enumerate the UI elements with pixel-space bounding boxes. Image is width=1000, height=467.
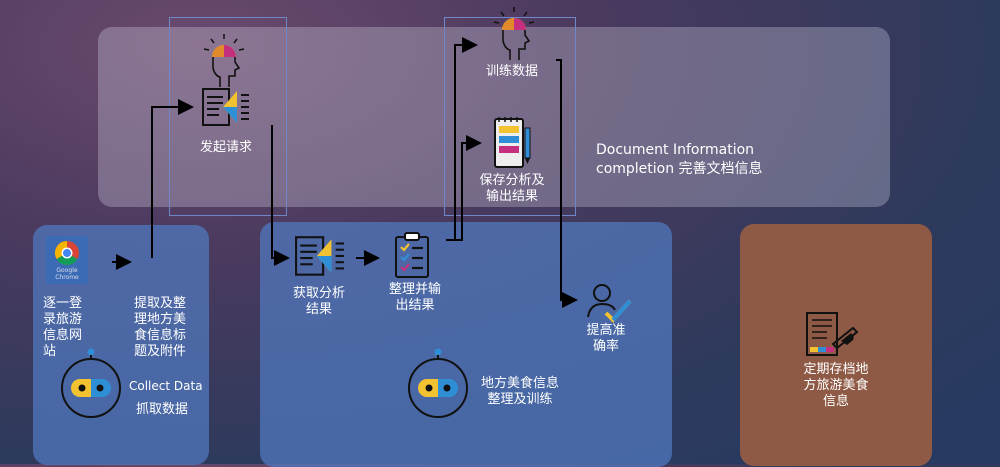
robot-icon <box>61 348 121 418</box>
training-data-label: 训练数据 <box>485 64 538 79</box>
idea-head-icon <box>493 7 535 60</box>
organize-output-label: 整理并输 出结果 <box>388 282 441 313</box>
get-analysis-label: 获取分析 结果 <box>292 286 345 317</box>
document-info-label: Document Information completion 完善文档信息 <box>596 142 763 177</box>
arrow-train-to-accuracy <box>556 59 578 308</box>
organize-train-label: 地方美食信息 整理及训练 <box>480 376 559 407</box>
idea-head-icon <box>203 34 245 87</box>
chrome-app-icon[interactable]: Google Chrome <box>46 236 88 284</box>
chrome-label-2: Chrome <box>55 274 79 281</box>
request-highlight-box <box>169 17 287 216</box>
document-analysis-icon <box>295 236 344 276</box>
chrome-logo-icon <box>54 241 79 266</box>
notebook-icon <box>494 117 531 168</box>
arrow-organize-to-train <box>446 37 478 241</box>
visit-sites-label: 逐一登 录旅游 信息网 站 <box>43 296 83 359</box>
collect-data-zh-label: 抓取数据 <box>136 402 189 417</box>
save-analysis-label: 保存分析及 输出结果 <box>479 173 545 204</box>
robot-icon <box>408 348 468 418</box>
training-highlight-box <box>444 17 576 216</box>
archive-label: 定期存档地 方旅游美食 信息 <box>803 362 869 409</box>
contract-sign-icon <box>806 312 859 356</box>
collect-data-en-label: Collect Data <box>129 379 203 393</box>
chrome-label-1: Google <box>56 267 78 274</box>
arrow-extract-to-request <box>151 99 194 258</box>
extract-info-label: 提取及整 理地方美 食信息标 题及附件 <box>134 296 187 359</box>
arrow-request-to-analysis <box>271 125 290 266</box>
clipboard-checklist-icon <box>395 232 429 278</box>
initiate-request-label: 发起请求 <box>199 140 252 155</box>
improve-accuracy-label: 提高准 确率 <box>586 323 626 354</box>
user-check-icon <box>587 284 632 323</box>
document-analysis-icon <box>202 88 249 126</box>
